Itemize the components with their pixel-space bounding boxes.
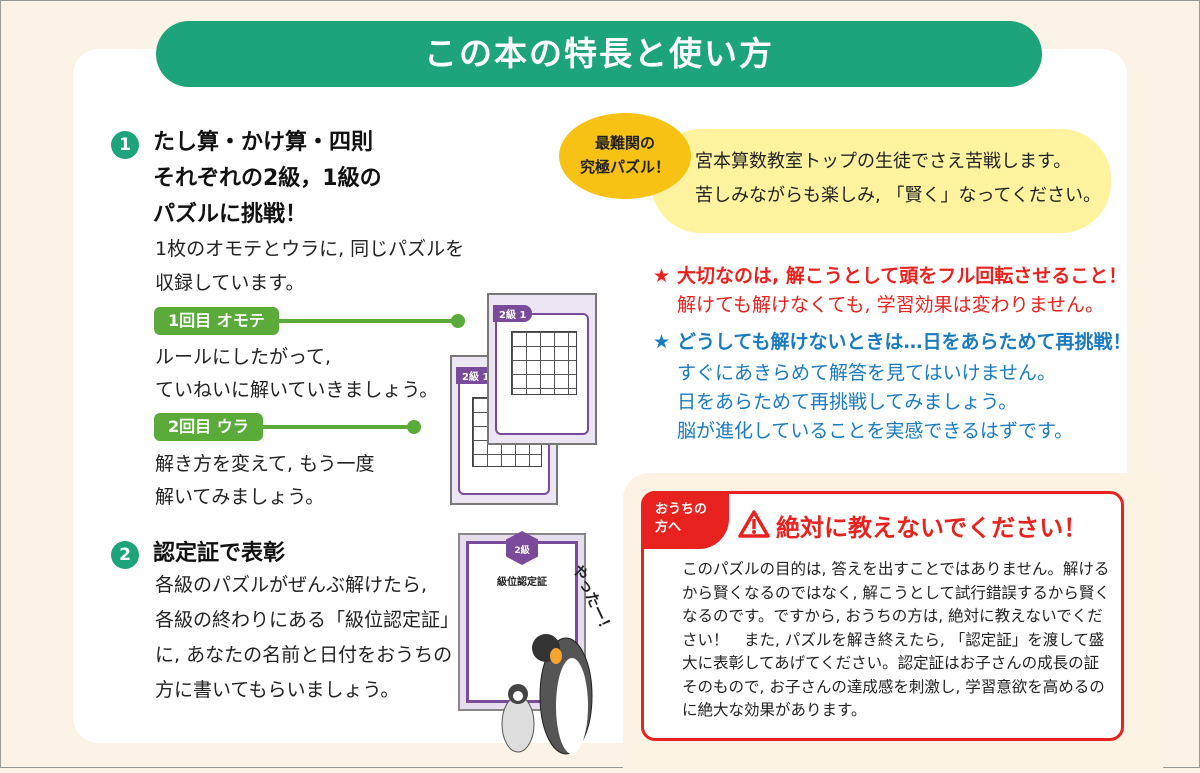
point1-line1: 解けても解けなくても, 学習効果は変わりません。 [677,294,1105,316]
connector-line [261,425,413,429]
point2-line1: すぐにあきらめて解答を見てはいけません。 [677,362,1057,384]
section-number-2: 2 [111,541,139,569]
star-icon: ★ [653,265,671,287]
cert-badge: 2級 [506,531,538,565]
page-title: この本の特長と使い方 [156,21,1042,87]
point1-heading: 大切なのは, 解こうとして頭をフル回転させること！ [677,265,1128,287]
sheet-label: 2級 1 [456,367,496,384]
warning-title: 絶対に教えないでください！ [776,514,1088,542]
tag1-body-line2: ていねいに解いていきましょう。 [155,379,439,401]
star-icon: ★ [653,331,671,353]
point2-heading: どうしても解けないときは…日をあらためて再挑戦！ [677,331,1132,353]
section1-body-line2: 収録しています。 [155,272,305,294]
puzzle-sheet-front: 2級 1 [487,293,597,445]
point2-line2: 日をあらためて再挑戦してみましょう。 [677,391,1018,413]
bubble-line2: 苦しみながらも楽しみ, 「賢く」なってください。 [695,185,1102,206]
tag2-body-line1: 解き方を変えて, もう一度 [155,453,375,475]
connector-line [271,319,457,323]
badge-line1: 最難関の [594,134,655,152]
section2-body-line3: に, あなたの名前と日付をおうちの [155,644,453,666]
cert-title: 級位認定証 [497,577,547,588]
tag2-body-line2: 解いてみましょう。 [155,486,325,508]
parent-tag: おうちの 方へ [641,491,729,549]
section2-body-line2: 各級の終わりにある「級位認定証」 [155,609,460,631]
tag1-body-line1: ルールにしたがって, [155,346,332,368]
speech-bubble: 宮本算数教室トップの生徒でさえ苦戦します。 苦しみながらも楽しみ, 「賢く」なっ… [651,129,1111,233]
section1-heading-line2: それぞれの2級，1級の [153,166,382,191]
section1-body-line1: 1枚のオモテとウラに, 同じパズルを [155,238,465,260]
section1-heading-line1: たし算・かけ算・四則 [153,130,374,155]
badge-line2: 究極パズル！ [579,158,670,176]
tag-first-pass: 1回目 オモテ [154,307,279,335]
section1-heading-line3: パズルに挑戦！ [153,202,308,227]
sheet-label: 2級 1 [493,305,533,322]
parent-tag-line1: おうちの [655,502,708,517]
warning-icon [738,510,770,538]
certificate-image: 2級 級位認定証 [458,531,586,711]
tag-second-pass: 2回目 ウラ [154,413,263,441]
connector-dot [451,314,465,328]
parent-tag-line2: 方へ [655,520,682,535]
section-number-1: 1 [111,131,139,159]
ultimate-puzzle-badge: 最難関の 究極パズル！ [559,113,691,199]
bubble-line1: 宮本算数教室トップの生徒でさえ苦戦します。 [695,151,1072,172]
connector-dot [407,420,421,434]
section2-body-line1: 各級のパズルがぜんぶ解けたら, [155,574,428,596]
point2-line3: 脳が進化していることを実感できるはずです。 [677,420,1074,442]
warning-body: このパズルの目的は, 答えを出すことではありません。解けるから賢くなるのではなく… [682,560,1110,719]
penguin-illustration [501,634,593,755]
parent-notice-box: おうちの 方へ 絶対に教えないでください！ このパズルの目的は, 答えを出すこと… [641,491,1124,741]
section2-body-line4: 方に書いてもらいましょう。 [155,679,400,701]
section2-heading: 認定証で表彰 [153,541,286,566]
